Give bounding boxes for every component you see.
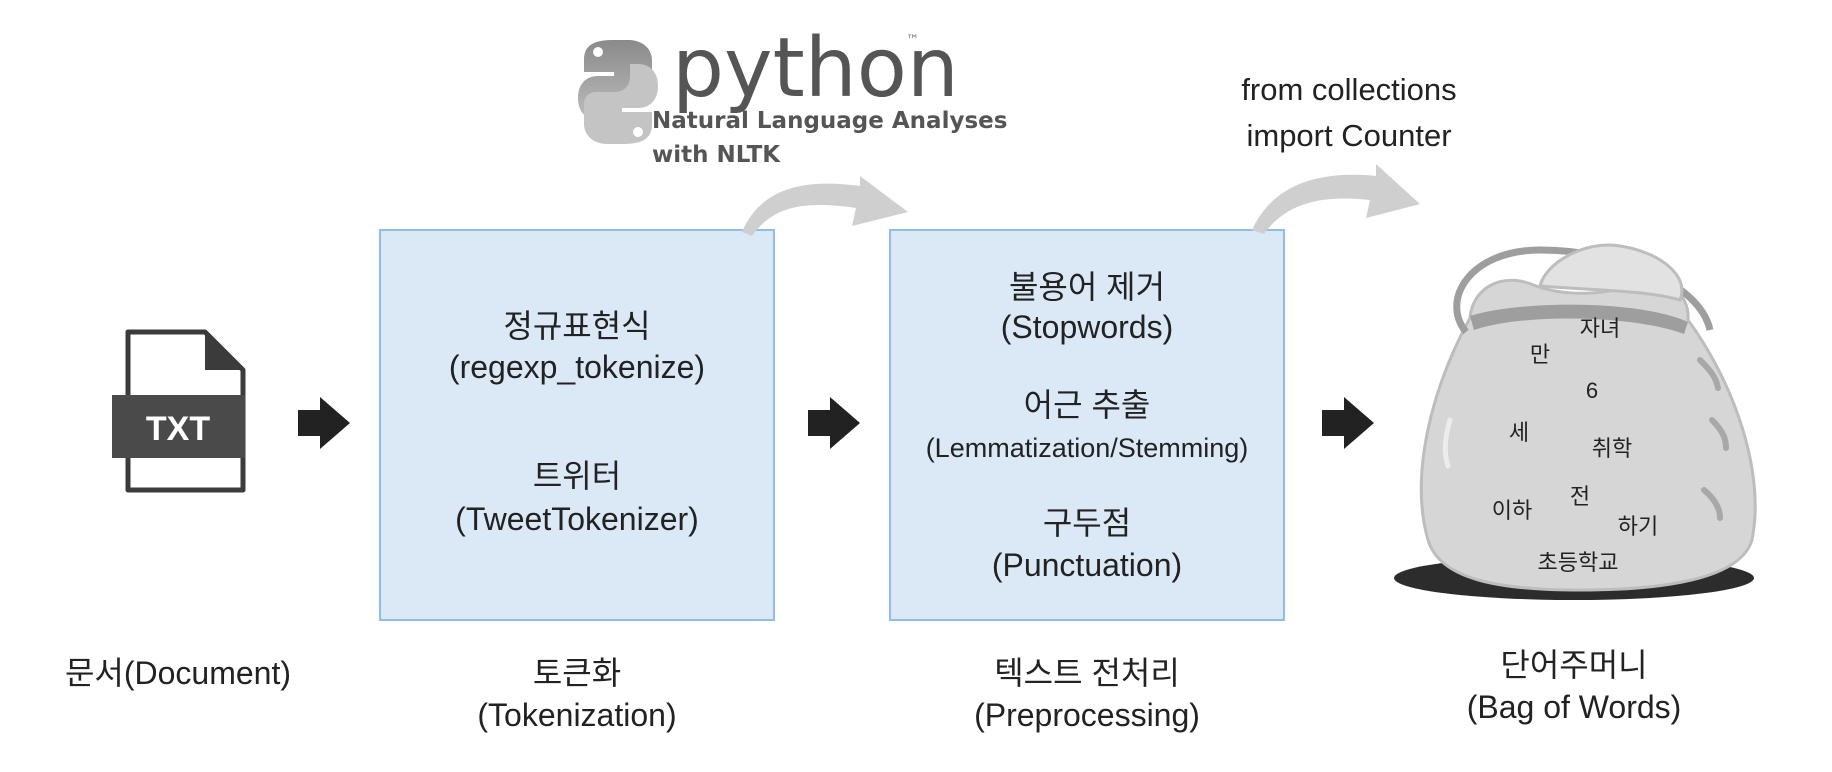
arrow-right-icon [1322, 397, 1374, 449]
lemma-en: (Lemmatization/Stemming) [926, 433, 1249, 463]
python-wordmark: python [672, 21, 959, 116]
bag-word: 초등학교 [1538, 550, 1619, 575]
bag-label-ko: 단어주머니 [1500, 647, 1647, 683]
python-subtitle-2: with NLTK [652, 142, 781, 168]
bag-word: 취학 [1592, 436, 1632, 461]
arrow-right-icon [298, 397, 350, 449]
preprocessing-label-en: (Preprocessing) [974, 697, 1200, 733]
punct-en: (Punctuation) [992, 547, 1182, 583]
arrow-right-icon [808, 397, 860, 449]
bag-word: 6 [1586, 378, 1598, 403]
bag-word: 전 [1570, 484, 1590, 509]
tokenization-label-en: (Tokenization) [477, 697, 676, 733]
tokenization-box [379, 229, 775, 621]
bag-word: 세 [1509, 420, 1529, 445]
bag-icon [1394, 243, 1757, 600]
counter-line-2: import Counter [1246, 118, 1451, 153]
tokenization-label-ko: 토큰화 [533, 655, 621, 691]
regexp-ko: 정규표현식 [503, 308, 650, 344]
txt-badge: TXT [146, 410, 210, 448]
curved-arrow-icon [742, 176, 908, 236]
stopwords-ko: 불용어 제거 [1009, 269, 1165, 305]
curved-arrow-icon [1252, 164, 1420, 234]
bag-word: 만 [1530, 342, 1550, 367]
punct-ko: 구두점 [1043, 505, 1131, 541]
python-tm: ™ [906, 33, 919, 48]
regexp-en: (regexp_tokenize) [449, 349, 705, 385]
bag-word: 자녀 [1580, 316, 1620, 341]
stopwords-en: (Stopwords) [1001, 309, 1174, 345]
preprocessing-label-ko: 텍스트 전처리 [994, 655, 1180, 691]
python-subtitle-1: Natural Language Analyses [652, 108, 1007, 134]
document-label: 문서(Document) [65, 655, 291, 691]
bag-word: 이하 [1492, 498, 1532, 523]
tweet-en: (TweetTokenizer) [455, 501, 699, 537]
document-icon [112, 329, 246, 493]
preprocessing-box [889, 229, 1285, 621]
bag-label-en: (Bag of Words) [1467, 689, 1682, 725]
python-logo-icon [578, 40, 658, 144]
bag-word: 하기 [1618, 514, 1658, 539]
tweet-ko: 트위터 [533, 458, 621, 494]
counter-line-1: from collections [1241, 72, 1456, 107]
lemma-ko: 어근 추출 [1024, 387, 1151, 423]
